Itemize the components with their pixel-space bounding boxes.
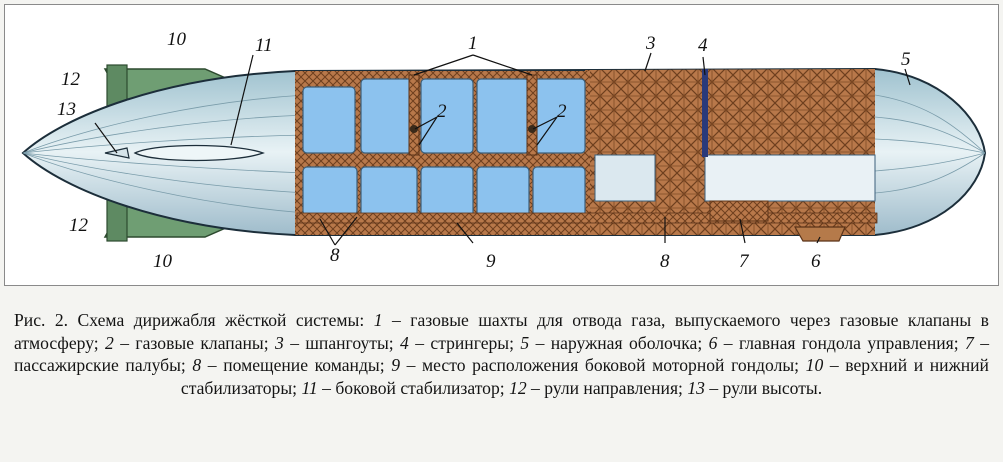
caption-item-text: – газовые клапаны;	[113, 332, 276, 353]
caption-item-text: – рули высоты.	[704, 377, 823, 398]
caption-item-text: – верхний и нижний стабилизаторы;	[180, 355, 989, 398]
caption-item-number: 7	[965, 332, 974, 353]
caption-item-text: – газовые шахты для отвода газа, выпуска…	[14, 310, 989, 353]
leader-lines	[94, 52, 911, 246]
label-10a: 10	[167, 29, 187, 50]
caption-item-number: 12	[509, 377, 527, 398]
label-12b: 12	[69, 215, 89, 236]
label-2a: 2	[437, 101, 447, 122]
label-2b: 2	[557, 101, 567, 122]
figure-caption: Рис. 2. Схема дирижабля жёсткой системы:…	[14, 309, 989, 399]
part-labels: 1 2 2 3 4 5 6 7 8 8 9 10 10 11 12 12 13	[57, 29, 911, 272]
caption-items: 1 – газовые шахты для отвода газа, выпус…	[14, 310, 989, 398]
label-7: 7	[739, 251, 750, 272]
label-1: 1	[468, 33, 478, 54]
caption-prefix: Рис. 2. Схема дирижабля жёсткой системы:	[14, 310, 374, 330]
label-8b: 8	[660, 251, 670, 272]
caption-item-number: 3	[275, 332, 284, 353]
caption-item-number: 8	[192, 355, 202, 376]
gas-valves	[410, 125, 536, 133]
gas-cells	[302, 78, 586, 218]
caption-item-number: 10	[805, 355, 824, 376]
envelope-lines	[23, 94, 985, 214]
airship-diagram: 1 2 2 3 4 5 6 7 8 8 9 10 10 11 12 12 13	[21, 29, 987, 272]
passenger-deck	[709, 200, 769, 222]
side-stabilizer	[133, 144, 265, 162]
caption-item-text: – рули направления;	[526, 377, 688, 398]
caption-item-text: – боковой стабилизатор;	[317, 377, 510, 398]
label-12a: 12	[61, 69, 81, 90]
control-gondola	[793, 226, 846, 242]
label-11: 11	[255, 35, 273, 56]
caption-item-number: 6	[708, 332, 718, 353]
figure-frame: 1 2 2 3 4 5 6 7 8 8 9 10 10 11 12 12 13	[4, 4, 999, 286]
caption-item-number: 9	[391, 355, 401, 376]
label-9: 9	[486, 251, 496, 272]
caption-item-text: – место расположения боковой моторной го…	[400, 355, 806, 376]
stringer	[702, 69, 708, 157]
label-4: 4	[698, 35, 708, 56]
caption-item-number: 5	[520, 332, 530, 353]
caption-item-number: 2	[105, 332, 114, 353]
caption-item-text: – шпангоуты;	[283, 332, 401, 353]
caption-item-text: – стрингеры;	[408, 332, 521, 353]
caption-item-text: – помещение команды;	[201, 355, 392, 376]
caption-item-number: 11	[301, 377, 318, 398]
label-5: 5	[901, 49, 911, 70]
caption-item-number: 1	[373, 310, 383, 330]
label-13: 13	[57, 99, 76, 120]
label-10b: 10	[153, 251, 173, 272]
keel-corridor	[296, 212, 878, 224]
label-8a: 8	[330, 245, 340, 266]
label-3: 3	[645, 33, 656, 54]
caption-item-text: – главная гондола управления;	[717, 332, 966, 353]
interior-decks	[594, 154, 876, 202]
caption-item-text: – пассажирские палубы;	[14, 332, 990, 376]
label-6: 6	[811, 251, 821, 272]
caption-item-number: 4	[400, 332, 409, 353]
caption-item-text: – наружная оболочка;	[529, 332, 709, 353]
caption-item-number: 13	[687, 377, 705, 398]
